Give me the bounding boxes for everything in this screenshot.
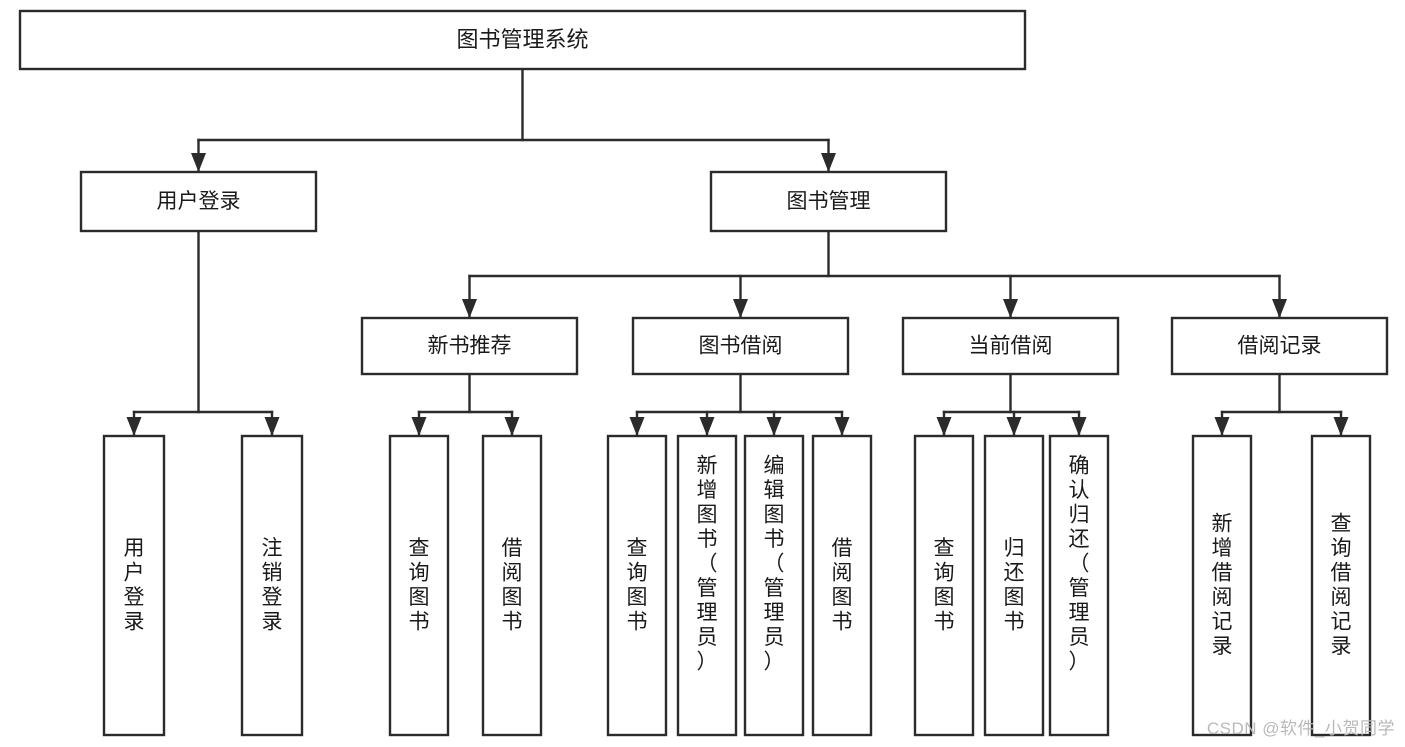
- node-box-leaf-borrow-1[interactable]: [606, 434, 668, 737]
- node-login[interactable]: 用户登录: [79, 170, 318, 233]
- node-current[interactable]: 当前借阅: [901, 316, 1120, 376]
- arrow-head-icon: [462, 299, 477, 318]
- node-leaf-newbook-2[interactable]: 借阅图书: [481, 434, 543, 737]
- edge-group-newbook: [411, 372, 520, 437]
- node-layer: 图书管理系统用户登录图书管理新书推荐图书借阅当前借阅借阅记录用户登录注销登录查询…: [18, 9, 1389, 737]
- node-box-leaf-borrow-4[interactable]: [811, 434, 873, 737]
- node-newbook[interactable]: 新书推荐: [360, 316, 579, 376]
- node-box-leaf-records-1[interactable]: [1191, 434, 1253, 737]
- node-leaf-borrow-3[interactable]: 编辑图书（管理员）: [743, 434, 805, 737]
- node-label-leaf-newbook-2: 借阅图书: [502, 536, 523, 633]
- node-box-bookmgmt[interactable]: [709, 170, 948, 233]
- node-root[interactable]: 图书管理系统: [18, 9, 1027, 71]
- node-bookmgmt[interactable]: 图书管理: [709, 170, 948, 233]
- arrow-head-icon: [1333, 417, 1349, 436]
- node-box-leaf-login-2[interactable]: [240, 434, 304, 737]
- edge-layer: [126, 67, 1349, 437]
- arrow-head-icon: [126, 417, 142, 436]
- node-label-leaf-borrow-2: 新增图书（管理员）: [697, 454, 718, 673]
- node-label-leaf-borrow-3: 编辑图书（管理员）: [764, 454, 785, 673]
- edge-group-current: [936, 372, 1087, 437]
- node-box-newbook[interactable]: [360, 316, 579, 376]
- arrow-head-icon: [1272, 299, 1287, 318]
- edge-group-records: [1214, 372, 1349, 437]
- node-borrow[interactable]: 图书借阅: [631, 316, 850, 376]
- node-label-root: 图书管理系统: [456, 27, 588, 52]
- node-label-bookmgmt: 图书管理: [787, 190, 871, 213]
- arrow-head-icon: [1214, 417, 1230, 436]
- node-box-records[interactable]: [1170, 316, 1389, 376]
- arrow-head-icon: [264, 417, 280, 436]
- node-label-borrow: 图书借阅: [699, 335, 783, 358]
- node-box-root[interactable]: [18, 9, 1027, 71]
- node-label-leaf-current-2: 归还图书: [1004, 536, 1025, 633]
- node-box-leaf-current-3[interactable]: [1048, 434, 1110, 737]
- node-leaf-records-2[interactable]: 查询借阅记录: [1310, 434, 1372, 737]
- node-label-leaf-newbook-1: 查询图书: [409, 536, 430, 633]
- node-label-leaf-current-3: 确认归还（管理员）: [1069, 454, 1090, 673]
- arrow-head-icon: [821, 153, 836, 172]
- arrow-head-icon: [834, 417, 850, 436]
- node-leaf-current-1[interactable]: 查询图书: [913, 434, 975, 737]
- arrow-head-icon: [936, 417, 952, 436]
- node-leaf-login-1[interactable]: 用户登录: [102, 434, 166, 737]
- arrow-head-icon: [1071, 417, 1087, 436]
- node-label-current: 当前借阅: [969, 335, 1053, 358]
- node-box-leaf-login-1[interactable]: [102, 434, 166, 737]
- node-leaf-current-2[interactable]: 归还图书: [983, 434, 1045, 737]
- node-leaf-borrow-4[interactable]: 借阅图书: [811, 434, 873, 737]
- arrow-head-icon: [191, 153, 206, 172]
- arrow-head-icon: [766, 417, 782, 436]
- node-label-leaf-borrow-4: 借阅图书: [832, 536, 853, 633]
- node-label-login: 用户登录: [157, 190, 241, 213]
- node-box-leaf-newbook-2[interactable]: [481, 434, 543, 737]
- node-label-leaf-records-2: 查询借阅记录: [1331, 512, 1352, 658]
- node-label-leaf-current-1: 查询图书: [934, 536, 955, 633]
- node-label-records: 借阅记录: [1238, 335, 1322, 358]
- node-leaf-borrow-2[interactable]: 新增图书（管理员）: [676, 434, 738, 737]
- node-box-current[interactable]: [901, 316, 1120, 376]
- node-records[interactable]: 借阅记录: [1170, 316, 1389, 376]
- node-box-leaf-borrow-3[interactable]: [743, 434, 805, 737]
- arrow-head-icon: [504, 417, 520, 436]
- node-leaf-current-3[interactable]: 确认归还（管理员）: [1048, 434, 1110, 737]
- node-box-leaf-records-2[interactable]: [1310, 434, 1372, 737]
- node-box-leaf-current-1[interactable]: [913, 434, 975, 737]
- node-leaf-newbook-1[interactable]: 查询图书: [388, 434, 450, 737]
- node-label-leaf-login-2: 注销登录: [262, 536, 283, 633]
- node-label-leaf-borrow-1: 查询图书: [627, 536, 648, 633]
- node-leaf-borrow-1[interactable]: 查询图书: [606, 434, 668, 737]
- node-leaf-records-1[interactable]: 新增借阅记录: [1191, 434, 1253, 737]
- arrow-head-icon: [733, 299, 748, 318]
- arrow-head-icon: [699, 417, 715, 436]
- node-box-leaf-newbook-1[interactable]: [388, 434, 450, 737]
- node-box-borrow[interactable]: [631, 316, 850, 376]
- edge-group-login: [126, 229, 280, 437]
- node-box-leaf-borrow-2[interactable]: [676, 434, 738, 737]
- arrow-head-icon: [411, 417, 427, 436]
- node-leaf-login-2[interactable]: 注销登录: [240, 434, 304, 737]
- edge-group-bookmgmt: [462, 229, 1287, 319]
- arrow-head-icon: [629, 417, 645, 436]
- node-label-newbook: 新书推荐: [428, 335, 512, 358]
- arrow-head-icon: [1003, 299, 1018, 318]
- node-label-leaf-records-1: 新增借阅记录: [1212, 512, 1233, 658]
- node-label-leaf-login-1: 用户登录: [124, 536, 145, 633]
- edge-group-root: [191, 67, 836, 173]
- node-box-leaf-current-2[interactable]: [983, 434, 1045, 737]
- edge-group-borrow: [629, 372, 850, 437]
- node-box-login[interactable]: [79, 170, 318, 233]
- arrow-head-icon: [1006, 417, 1022, 436]
